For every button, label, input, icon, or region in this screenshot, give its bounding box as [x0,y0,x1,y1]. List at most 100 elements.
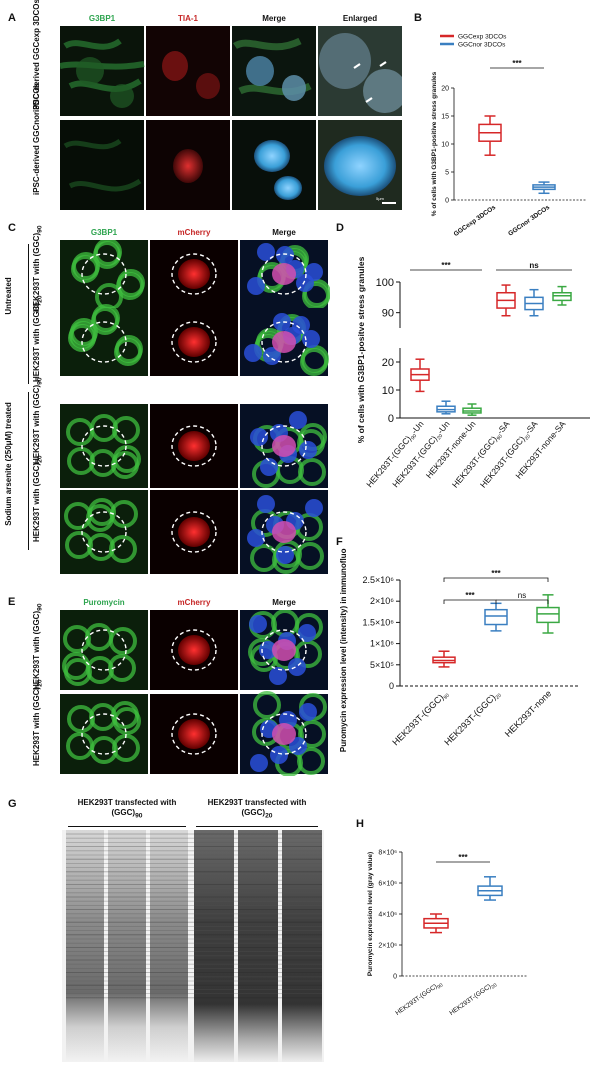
box-1 [423,913,449,934]
panel-c-img-r1-c3 [240,240,330,310]
significance-h: *** [436,853,490,863]
panel-a-microscopy-grid [60,26,402,210]
panel-c-img-r3-c3 [240,404,328,488]
panel-c-img-r1-c1 [60,240,148,311]
y-tick-label: 1.5×10⁶ [363,617,395,627]
dashed-cell-outline [171,511,217,553]
panel-a-header-enlarged: Enlarged [342,14,378,23]
cell-outline [88,498,116,526]
x-tick-label: HEK293T-(GGC)20 [442,688,503,749]
cell-outline [94,240,122,266]
nucleus [257,243,275,261]
cell-outline [113,445,141,473]
y-axis-label: Puromycin expression level (gray value) [367,852,374,976]
dashed-cell-outline [171,253,217,295]
y-tick-label: 90 [382,308,394,320]
box-2 [477,876,503,901]
dashed-cell-outline [81,629,127,671]
legend-label: GGCnor 3DCOs [458,42,506,49]
y-tick-label: 1×10⁶ [370,639,394,649]
significance-f-ns: ns [518,591,526,600]
nucleus [299,703,317,721]
panel-e-img-r1-c2 [150,610,238,690]
nucleus [289,737,307,755]
panel-g-header-right: HEK293T transfected with (GGC)20 [207,798,307,820]
dashed-cell-outline [81,253,127,295]
y-tick-label: 0 [389,681,394,691]
dashed-cell-outline [171,629,217,671]
panel-c-img-r1-c2 [150,240,238,308]
transfected-nucleus [272,723,296,745]
y-tick-label: 6×10⁶ [378,881,397,888]
nucleus [299,441,317,459]
sig-label: *** [512,59,522,68]
mcherry-signal [178,517,210,547]
mcherry-signal [178,259,210,289]
y-tick-label: 5 [445,170,449,177]
panel-label-e: E [8,596,16,608]
panel-c-header-g3bp1: G3BP1 [90,228,118,237]
significance-d-sa: ns [496,261,572,271]
panel-e-img-r2-c2 [150,694,238,774]
panel-c-header-merge: Merge [272,228,296,237]
nucleus [305,499,323,517]
nucleus [250,754,268,772]
blot-lane-3 [150,830,188,1062]
y-axis-label: Puromycin expression level (intensity) i… [339,548,348,752]
panel-c-microscopy-grid [60,240,330,574]
y-tick-label: 10 [441,142,449,149]
panel-c-row-label-2: HEK293T with (GGC)20 [32,295,44,382]
y-tick-label: 0 [388,413,394,425]
dashed-cell-outline [171,425,217,467]
y-tick-label: 15 [441,114,449,121]
nucleus [257,495,275,513]
panel-c-img-r2-c3 [240,308,329,376]
nucleus [244,344,262,362]
y-tick-label: 20 [382,357,394,369]
nucleus [289,411,307,429]
sig-bracket [443,577,549,582]
y-tick-label: 2.5×10⁶ [363,575,395,585]
blot-lane-4 [194,830,234,1062]
mcherry-signal [178,719,210,749]
nucleus [276,246,294,264]
panel-e-img-r1-c1 [60,610,148,690]
cell-outline [92,304,120,332]
cell-outline [253,691,281,719]
transfected-nucleus [272,521,296,543]
panel-e-img-r2-c3 [240,691,328,776]
dashed-cell-outline [261,425,307,467]
significance-b: *** [490,59,544,69]
panel-c-row-label-4: HEK293T with (GGC)20 [32,455,44,542]
x-tick-label: HEK293T-(GGC)20 [448,980,498,1019]
dashed-cell-outline [81,425,127,467]
panel-label-h: H [356,818,364,830]
cell-outline [67,447,95,475]
box-1 [432,650,456,668]
panel-a-header-tia1: TIA-1 [178,14,198,23]
panel-c-group-untreated: Untreated [4,277,13,315]
panel-c-img-r2-c1 [60,304,148,376]
cell-outline [72,252,100,280]
cell-outline [115,335,143,363]
mcherry-signal [178,635,210,665]
panel-label-b: B [414,12,422,24]
panel-c-group-sa: Sodium arsenite (250μM) treated [4,402,13,526]
panel-g-header-left: HEK293T transfected with (GGC)90 [77,798,177,820]
box-3 [536,594,560,634]
panel-c-img-r3-c2 [150,404,238,488]
nucleus [298,624,316,642]
blot-lane-2 [108,830,146,1062]
panel-e-img-r1-c3 [240,610,328,690]
nucleus [292,316,310,334]
panel-c-img-r4-c3 [240,490,328,574]
transfected-nucleus [272,331,296,353]
y-axis-label: % of cells with G3BP1-positve stress gra… [356,256,366,443]
panel-c-img-r2-c2 [150,308,238,376]
nucleus [247,529,265,547]
panel-e-microscopy-grid [60,610,328,776]
y-tick-label: 2×10⁶ [378,943,397,950]
box-5 [524,288,544,317]
box-2 [532,181,556,195]
y-tick-label: 5×10⁵ [370,660,394,670]
